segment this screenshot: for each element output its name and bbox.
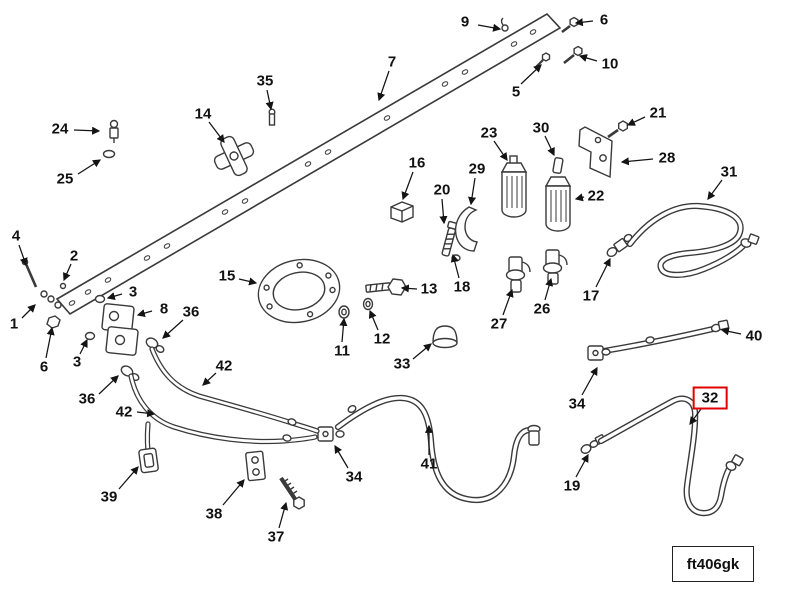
part-9-clip xyxy=(500,17,509,32)
part-16-block xyxy=(390,201,414,223)
part-31-tube xyxy=(630,206,760,275)
part-6-bolt-top xyxy=(561,16,579,34)
part-24-fitting xyxy=(109,119,119,143)
callout-38[interactable]: 38 xyxy=(205,505,223,523)
part-41-tube xyxy=(338,398,541,500)
callout-3-b[interactable]: 3 xyxy=(72,353,82,371)
part-35-pin xyxy=(268,108,276,126)
part-14-coupling xyxy=(213,135,255,177)
callout-8[interactable]: 8 xyxy=(159,300,169,318)
part-4-screw xyxy=(21,258,38,288)
part-34-fitting-a xyxy=(587,345,611,361)
figure-code: ft406gk xyxy=(686,555,740,573)
callout-4[interactable]: 4 xyxy=(11,227,21,245)
callout-7[interactable]: 7 xyxy=(387,53,397,71)
callout-34-b[interactable]: 34 xyxy=(345,468,363,486)
leader-lines xyxy=(18,18,742,529)
callout-5[interactable]: 5 xyxy=(511,83,521,101)
figure-code-box: ft406gk xyxy=(672,546,754,582)
rail-holes xyxy=(68,29,537,306)
part-29-bracket xyxy=(454,206,478,252)
part-15-gasket xyxy=(257,258,341,324)
part-3-spacers xyxy=(84,294,106,341)
callout-22[interactable]: 22 xyxy=(587,187,605,205)
part-22-filter xyxy=(544,176,572,232)
part-23-filter xyxy=(500,155,528,218)
callout-19[interactable]: 19 xyxy=(563,477,581,495)
part-34-fitting-b xyxy=(317,426,345,442)
callout-1[interactable]: 1 xyxy=(9,315,19,333)
callout-40[interactable]: 40 xyxy=(745,327,763,345)
callout-30[interactable]: 30 xyxy=(532,119,550,137)
part-32-tube xyxy=(601,399,744,513)
part-5-screw xyxy=(535,52,551,68)
part-12-washer xyxy=(362,297,374,311)
callout-25[interactable]: 25 xyxy=(56,170,74,188)
callout-13[interactable]: 13 xyxy=(420,280,438,298)
callout-28[interactable]: 28 xyxy=(658,149,676,167)
callout-17[interactable]: 17 xyxy=(582,287,600,305)
part-21-bolt xyxy=(607,120,628,139)
callout-16[interactable]: 16 xyxy=(408,154,426,172)
callout-20[interactable]: 20 xyxy=(433,181,451,199)
callout-21[interactable]: 21 xyxy=(649,104,667,122)
callout-24[interactable]: 24 xyxy=(51,120,69,138)
part-7-rail xyxy=(55,12,562,316)
part-27-elbow xyxy=(505,256,531,293)
part-10-bolt xyxy=(563,45,583,65)
callout-35[interactable]: 35 xyxy=(256,72,274,90)
callout-33[interactable]: 33 xyxy=(393,355,411,373)
callout-6-b[interactable]: 6 xyxy=(39,358,49,376)
callout-36-b[interactable]: 36 xyxy=(78,390,96,408)
part-39-clamp xyxy=(138,447,159,474)
part-30-spacer xyxy=(552,157,564,174)
callout-3-a[interactable]: 3 xyxy=(128,283,138,301)
part-42-tubes xyxy=(131,349,317,459)
part-20-screw xyxy=(441,220,460,257)
callout-34-a[interactable]: 34 xyxy=(568,395,586,413)
callout-6-a[interactable]: 6 xyxy=(599,11,609,29)
part-38-block xyxy=(245,450,266,482)
callout-42-b[interactable]: 42 xyxy=(115,403,133,421)
callout-15[interactable]: 15 xyxy=(218,267,236,285)
callout-37[interactable]: 37 xyxy=(267,528,285,546)
callout-41[interactable]: 41 xyxy=(420,455,438,473)
callout-2[interactable]: 2 xyxy=(69,247,79,265)
callout-18[interactable]: 18 xyxy=(453,278,471,296)
callout-27[interactable]: 27 xyxy=(490,315,508,333)
callout-14[interactable]: 14 xyxy=(194,105,212,123)
part-40-tube xyxy=(604,319,730,351)
callout-11[interactable]: 11 xyxy=(334,342,350,360)
callout-39[interactable]: 39 xyxy=(100,488,118,506)
part-11-washer xyxy=(338,305,350,319)
part-13-bolt xyxy=(365,278,407,296)
part-8-block xyxy=(101,303,139,356)
part-36-fittings xyxy=(120,337,165,381)
callout-32-highlighted[interactable]: 32 xyxy=(692,386,728,410)
callout-26[interactable]: 26 xyxy=(533,300,551,318)
part-25-ring xyxy=(102,149,116,159)
callout-10[interactable]: 10 xyxy=(601,55,619,73)
part-6-nut xyxy=(46,315,61,329)
callout-23[interactable]: 23 xyxy=(480,124,498,142)
parts-1-2-washers xyxy=(40,282,67,309)
part-17-fitting xyxy=(606,233,633,258)
part-37-screw xyxy=(279,476,305,510)
part-33-cap xyxy=(432,325,458,349)
callout-12[interactable]: 12 xyxy=(373,330,391,348)
part-26-elbow xyxy=(542,249,568,285)
callout-42-a[interactable]: 42 xyxy=(215,357,233,375)
callout-29[interactable]: 29 xyxy=(468,160,486,178)
callout-9[interactable]: 9 xyxy=(460,13,470,31)
part-28-bracket xyxy=(578,126,613,179)
callout-31[interactable]: 31 xyxy=(720,163,738,181)
callout-36-a[interactable]: 36 xyxy=(182,303,200,321)
